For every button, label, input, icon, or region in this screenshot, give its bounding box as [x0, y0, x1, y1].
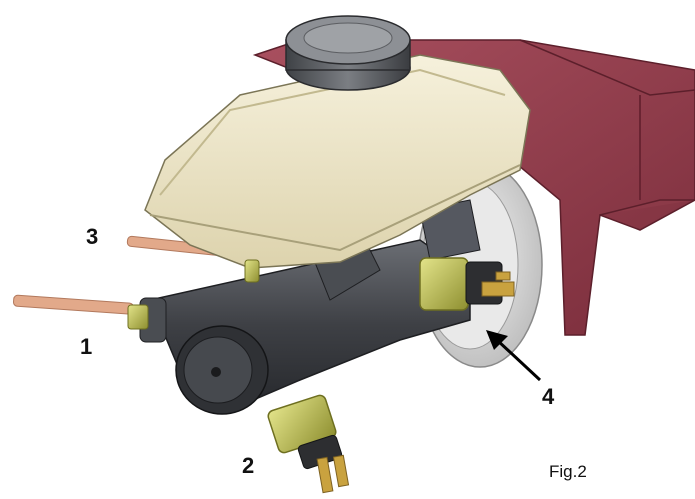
figure-caption: Fig.2 [549, 462, 587, 481]
cylinder-end-cap [175, 325, 269, 415]
callout-2-label: 2 [242, 453, 255, 478]
pressure-switch-4 [419, 257, 515, 311]
pressure-switch-2 [267, 394, 350, 494]
fluid-reservoir [144, 54, 531, 283]
reservoir-cap [285, 15, 411, 91]
callout-3-label: 3 [86, 224, 99, 249]
brake-pipe-1 [13, 294, 149, 330]
callout-4-arrow [486, 330, 542, 382]
callout-4-label: 4 [542, 384, 555, 409]
mounting-bracket [252, 39, 695, 336]
callout-1-label: 1 [80, 334, 93, 359]
